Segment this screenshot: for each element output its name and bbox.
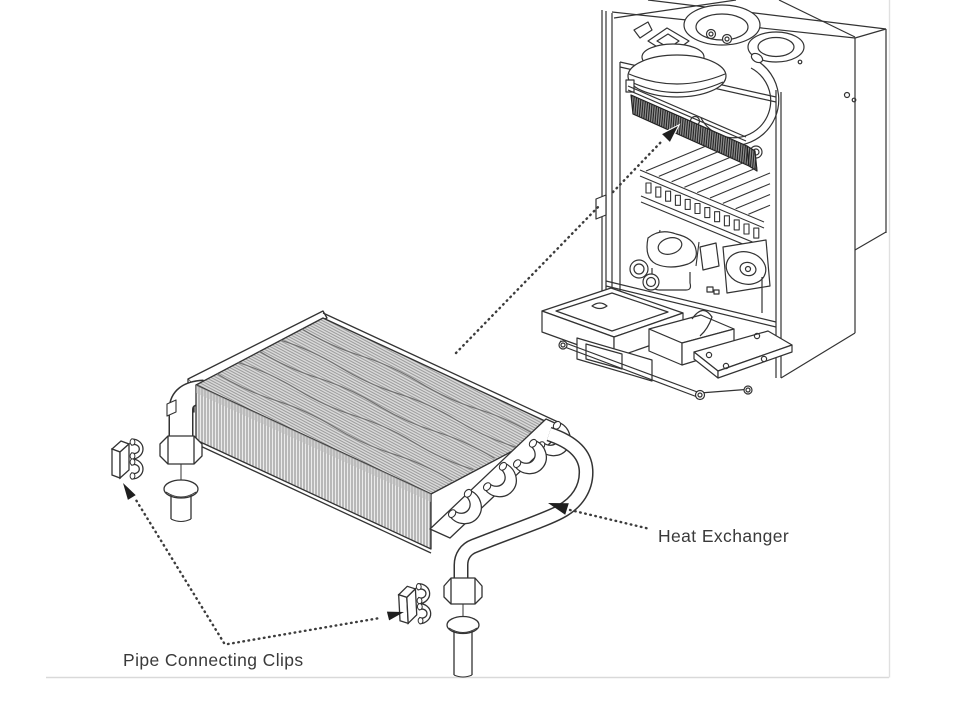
pipe-connecting-clip-left [111, 438, 144, 480]
lower-connection-pipe [453, 426, 594, 579]
pipe-clips-leader [123, 483, 404, 646]
heat-exchanger-slot [627, 85, 758, 172]
expansion-vessel [625, 21, 727, 98]
fin-core-front [195, 384, 432, 554]
heat-exchanger-leader [548, 503, 652, 531]
arrowhead-to-bottom-clip [386, 611, 404, 621]
page-rule-lines [46, 0, 891, 679]
fan-assembly [683, 4, 761, 46]
install-direction-leader [454, 123, 681, 355]
heat-exchanger-block [159, 310, 594, 678]
burner-injectors [645, 182, 760, 239]
pipe-clips-label: Pipe Connecting Clips [123, 650, 304, 670]
arrowhead-into-boiler [660, 123, 681, 144]
fin-core-top [195, 312, 559, 495]
burner-assembly [639, 145, 771, 267]
pump-assembly [629, 231, 771, 313]
arrowhead-to-left-clip [123, 483, 136, 500]
lower-pipe-fittings [443, 577, 483, 678]
arrowhead-to-heat-exchanger [548, 503, 569, 515]
base-tray [541, 287, 793, 401]
left-pipe-fittings [159, 435, 203, 523]
flue-opening [747, 31, 857, 103]
heat-exchanger-label: Heat Exchanger [658, 526, 789, 546]
pipe-connecting-clip-bottom [397, 582, 432, 626]
boiler-unit [541, 0, 887, 401]
